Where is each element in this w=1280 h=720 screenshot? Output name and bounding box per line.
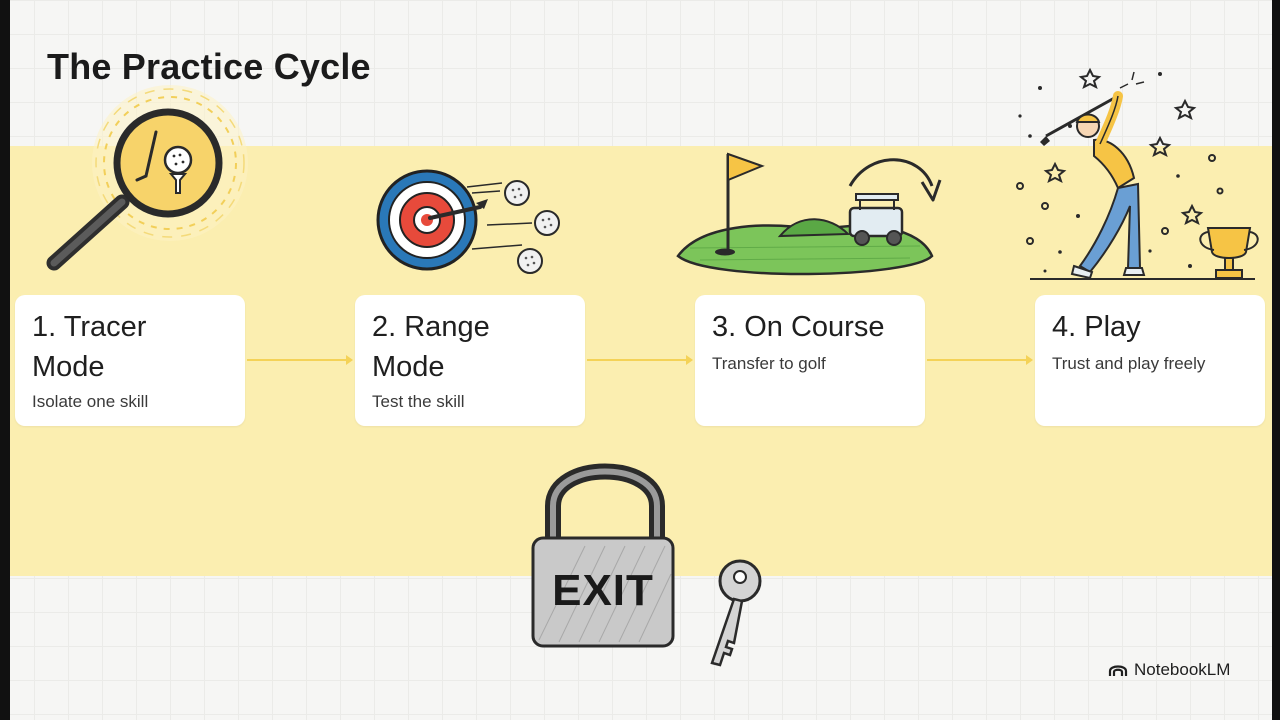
step-title: 2. Range Mode: [372, 307, 569, 387]
step-subtitle: Isolate one skill: [32, 392, 149, 411]
magnifier-golf-ball-icon: [46, 85, 248, 271]
step-subtitle: Test the skill: [372, 392, 465, 411]
step-title-line: Mode: [372, 351, 445, 383]
step-card-range-mode: 2. Range Mode Test the skill: [355, 295, 585, 426]
golfer-trophy-icon: [1016, 67, 1259, 280]
arrow-3-to-4: [927, 355, 1033, 365]
step-title-line: 2. Range: [372, 311, 490, 343]
step-title-line: Mode: [32, 351, 105, 383]
step-card-play: 4. Play Trust and play freely: [1035, 295, 1265, 426]
step-title: 4. Play: [1052, 311, 1141, 343]
step-card-on-course: 3. On Course Transfer to golf: [695, 295, 925, 426]
key-icon: [710, 559, 762, 667]
step-title-line: 1. Tracer: [32, 311, 147, 343]
brand-notebooklm: NotebookLM: [1108, 660, 1230, 680]
notebooklm-logo-icon: [1108, 665, 1128, 676]
step-subtitle: Trust and play freely: [1052, 354, 1206, 373]
golf-course-cart-icon: [676, 152, 942, 276]
left-letterbox: [0, 0, 10, 720]
brand-label: NotebookLM: [1134, 660, 1231, 679]
step-title: 3. On Course: [712, 311, 885, 343]
arrow-2-to-3: [587, 355, 693, 365]
padlock-exit-icon: [531, 463, 675, 648]
arrow-1-to-2: [247, 355, 353, 365]
step-card-tracer-mode: 1. Tracer Mode Isolate one skill: [15, 295, 245, 426]
step-title: 1. Tracer Mode: [32, 307, 229, 387]
exit-label: EXIT: [552, 566, 654, 615]
right-letterbox: [1272, 0, 1280, 720]
target-golf-balls-icon: [376, 169, 560, 274]
step-subtitle: Transfer to golf: [712, 354, 826, 373]
slide-title: The Practice Cycle: [47, 46, 371, 87]
